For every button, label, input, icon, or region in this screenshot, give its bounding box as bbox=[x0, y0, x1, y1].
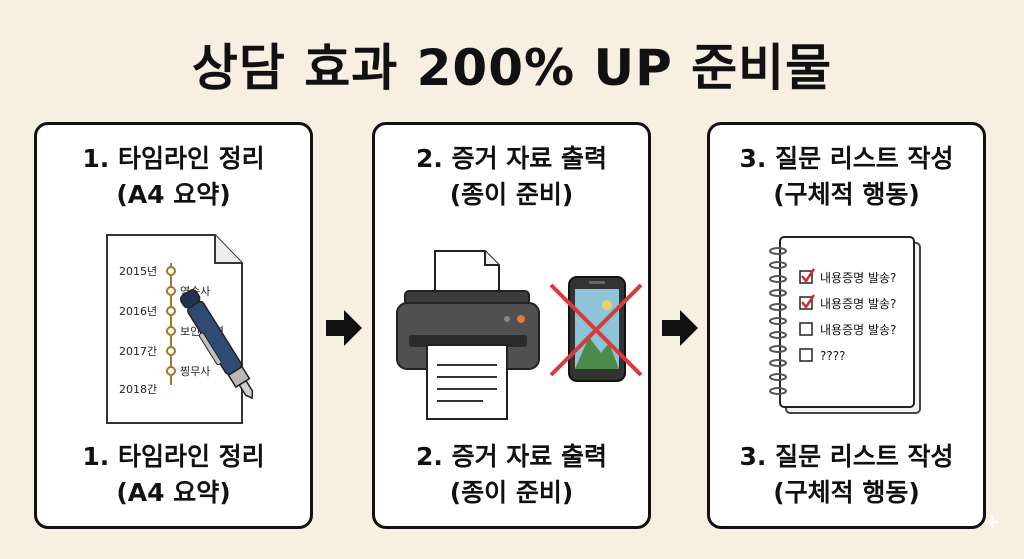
checkmark-icon bbox=[801, 268, 816, 284]
pen-icon bbox=[179, 289, 254, 400]
checklist-illustration: 내용증명 발송? 내용증명 발송? 내용증명 발송? ???? bbox=[769, 236, 921, 414]
heading-line-2: (A4 요약) bbox=[116, 180, 231, 209]
heading-line-2: (구체적 행동) bbox=[773, 180, 920, 209]
panel-questions: 3. 질문 리스트 작성 (구체적 행동) 내용증명 발 bbox=[707, 122, 986, 529]
checklist-text: ???? bbox=[820, 349, 845, 363]
sparkle-icon bbox=[984, 514, 1000, 530]
timeline-event: 찡무사 bbox=[180, 365, 210, 378]
panel-heading-bottom: 1. 타임라인 정리 (A4 요약) bbox=[37, 439, 310, 511]
arrow-right-icon bbox=[326, 310, 362, 346]
timeline-dot bbox=[166, 286, 176, 296]
panel-timeline: 1. 타임라인 정리 (A4 요약) 2015년 2016년 2017간 201… bbox=[34, 122, 313, 529]
heading-line-1: 1. 타임라인 정리 bbox=[82, 144, 265, 173]
checklist-item: 내용증명 발송? bbox=[799, 268, 896, 285]
timeline-dot bbox=[166, 326, 176, 336]
timeline-year: 2015년 bbox=[119, 265, 157, 278]
timeline-year: 2018간 bbox=[119, 383, 157, 396]
panel-heading-top: 1. 타임라인 정리 (A4 요약) bbox=[37, 141, 310, 213]
heading-line-2: (A4 요약) bbox=[116, 478, 231, 507]
timeline-illustration: 2015년 2016년 2017간 2018간 영송사 보인 업력 찡무사 bbox=[106, 234, 254, 424]
panel-heading-bottom: 2. 증거 자료 출력 (종이 준비) bbox=[375, 439, 648, 511]
cross-icon bbox=[549, 283, 643, 377]
heading-line-2: (구체적 행동) bbox=[773, 478, 920, 507]
panel-heading-top: 3. 질문 리스트 작성 (구체적 행동) bbox=[710, 141, 983, 213]
page-title: 상담 효과 200% UP 준비물 bbox=[191, 39, 833, 97]
panel-heading-top: 2. 증거 자료 출력 (종이 준비) bbox=[375, 141, 648, 213]
heading-line-1: 2. 증거 자료 출력 bbox=[415, 442, 607, 471]
panel-evidence: 2. 증거 자료 출력 (종이 준비) bbox=[372, 122, 651, 529]
timeline-dot bbox=[166, 366, 176, 376]
checklist-item: 내용증명 발송? bbox=[799, 294, 896, 311]
timeline-dot bbox=[166, 306, 176, 316]
heading-line-1: 3. 질문 리스트 작성 bbox=[739, 144, 954, 173]
heading-line-2: (종이 준비) bbox=[449, 478, 574, 507]
panel-heading-bottom: 3. 질문 리스트 작성 (구체적 행동) bbox=[710, 439, 983, 511]
heading-line-1: 2. 증거 자료 출력 bbox=[415, 144, 607, 173]
timeline-dot bbox=[166, 266, 176, 276]
checklist-item: 내용증명 발송? bbox=[799, 322, 896, 337]
heading-line-2: (종이 준비) bbox=[449, 180, 574, 209]
evidence-illustration bbox=[396, 250, 643, 420]
checkmark-icon bbox=[801, 294, 816, 310]
timeline-year: 2016년 bbox=[119, 305, 157, 318]
checklist-text: 내용증명 발송? bbox=[820, 271, 896, 285]
heading-line-1: 1. 타임라인 정리 bbox=[82, 442, 265, 471]
timeline-year: 2017간 bbox=[119, 345, 157, 358]
notebook-icon bbox=[769, 236, 921, 414]
printer-icon bbox=[396, 250, 540, 420]
checklist-item: ???? bbox=[799, 348, 845, 363]
heading-line-1: 3. 질문 리스트 작성 bbox=[739, 442, 954, 471]
checklist-text: 내용증명 발송? bbox=[820, 297, 896, 311]
checklist-text: 내용증명 발송? bbox=[820, 323, 896, 337]
arrow-right-icon bbox=[662, 310, 698, 346]
timeline-dot bbox=[166, 346, 176, 356]
